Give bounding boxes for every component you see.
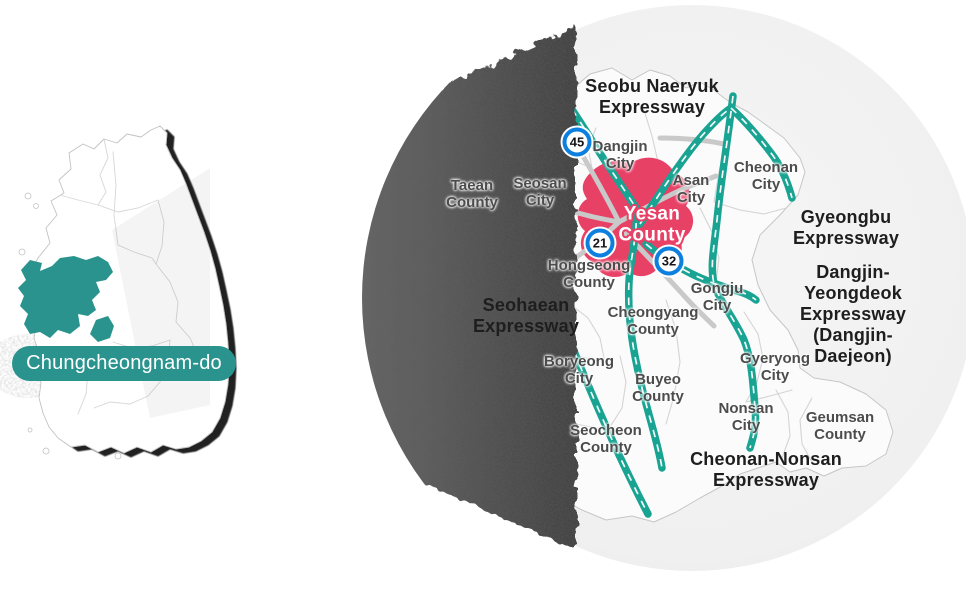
chungcheongnam-detached-shape	[90, 316, 114, 342]
beam-shape	[362, 26, 576, 550]
region-label-pill: Chungcheongnam-do	[12, 346, 236, 381]
seobu-naeryuk-expressway-road-south	[624, 204, 666, 472]
korea-province-borders	[59, 138, 199, 415]
chungcheongnam-shape	[18, 256, 113, 338]
national-road-yesan-gongju	[619, 227, 717, 329]
korea-islands	[18, 192, 122, 460]
region-label-text: Chungcheongnam-do	[26, 352, 222, 374]
region-highlight-chungcheongnam	[18, 256, 114, 342]
korea-map	[18, 125, 230, 460]
beam	[362, 26, 576, 550]
